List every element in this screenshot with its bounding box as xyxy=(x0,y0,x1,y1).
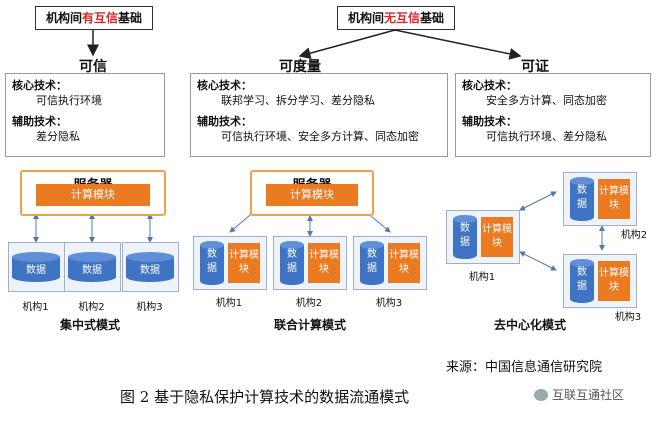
aux-tech-value: 差分隐私 xyxy=(36,130,80,143)
database-icon: 数据 xyxy=(360,241,384,285)
institution-box: 数据 xyxy=(8,242,65,292)
aux-tech-value: 可信执行环境、安全多方计算、同态加密 xyxy=(221,130,419,143)
institution-label: 机构2 xyxy=(295,298,323,309)
core-tech-label: 核心技术： xyxy=(12,79,67,92)
institution-label: 机构3 xyxy=(375,298,403,309)
institution-label: 机构1 xyxy=(468,272,496,283)
institution-label: 机构3 xyxy=(136,302,163,313)
heading-measurable: 可度量 xyxy=(279,59,321,75)
institution-box: 数据 xyxy=(122,242,179,292)
compute-module: 计算模块 xyxy=(481,217,513,257)
core-tech-value: 安全多方计算、同态加密 xyxy=(486,94,607,107)
mode-label-decentralized: 去中心化模式 xyxy=(493,318,566,332)
database-icon: 数据 xyxy=(68,252,116,282)
heading-provable: 可证 xyxy=(521,59,549,75)
institution-label: 机构1 xyxy=(22,302,49,313)
server-centralized: 服务器 计算模块 xyxy=(20,170,166,216)
institution-box: 数据 计算模块 xyxy=(273,236,347,290)
institution-label: 机构1 xyxy=(215,298,243,309)
mode-label-federated: 联合计算模式 xyxy=(273,318,346,332)
watermark-text: 互联互通社区 xyxy=(552,388,625,402)
institution-box: 数据 计算模块 xyxy=(446,210,520,264)
compute-module: 计算模块 xyxy=(36,184,150,206)
institution-box: 数据 计算模块 xyxy=(563,254,637,308)
no-trust-basis-box: 机构间无互信基础 xyxy=(337,6,455,30)
aux-tech-value: 可信执行环境、差分隐私 xyxy=(486,130,607,143)
watermark: 互联互通社区 xyxy=(534,386,624,403)
institution-label: 机构2 xyxy=(78,302,105,313)
aux-tech-label: 辅助技术： xyxy=(462,115,517,128)
database-icon: 数据 xyxy=(280,241,304,285)
institution-label: 机构3 xyxy=(614,312,642,323)
database-icon: 数据 xyxy=(200,241,224,285)
core-tech-label: 核心技术： xyxy=(462,79,517,92)
core-tech-label: 核心技术： xyxy=(197,79,252,92)
heading-trusted: 可信 xyxy=(79,59,107,75)
institution-label: 机构2 xyxy=(620,230,648,241)
server-federated: 服务器 计算模块 xyxy=(250,170,374,216)
institution-box: 数据 计算模块 xyxy=(193,236,267,290)
institution-box: 数据 xyxy=(64,242,121,292)
compute-module: 计算模块 xyxy=(388,243,420,283)
tech-box-provable: 核心技术： 安全多方计算、同态加密 辅助技术： 可信执行环境、差分隐私 xyxy=(455,73,651,157)
source-note: 来源：中国信息通信研究院 xyxy=(446,360,603,375)
database-icon: 数据 xyxy=(570,259,594,303)
database-icon: 数据 xyxy=(126,252,174,282)
database-icon: 数据 xyxy=(570,177,594,221)
institution-box: 数据 计算模块 xyxy=(353,236,427,290)
database-icon: 数据 xyxy=(12,252,60,282)
wechat-icon xyxy=(534,388,548,401)
aux-tech-label: 辅助技术： xyxy=(197,115,252,128)
compute-module: 计算模块 xyxy=(598,261,630,301)
mode-label-centralized: 集中式模式 xyxy=(59,318,120,332)
core-tech-value: 可信执行环境 xyxy=(36,94,102,107)
compute-module: 计算模块 xyxy=(228,243,260,283)
compute-module: 计算模块 xyxy=(308,243,340,283)
compute-module: 计算模块 xyxy=(266,184,358,206)
institution-box: 数据 计算模块 xyxy=(563,172,637,226)
tech-box-measurable: 核心技术： 联邦学习、拆分学习、差分隐私 辅助技术： 可信执行环境、安全多方计算… xyxy=(190,73,448,157)
aux-tech-label: 辅助技术： xyxy=(12,115,67,128)
tech-box-trusted: 核心技术： 可信执行环境 辅助技术： 差分隐私 xyxy=(5,73,165,157)
figure-caption: 图 2 基于隐私保护计算技术的数据流通模式 xyxy=(120,388,410,406)
database-icon: 数据 xyxy=(453,215,477,259)
trust-basis-box: 机构间有互信基础 xyxy=(35,6,153,30)
core-tech-value: 联邦学习、拆分学习、差分隐私 xyxy=(221,94,375,107)
compute-module: 计算模块 xyxy=(598,179,630,219)
